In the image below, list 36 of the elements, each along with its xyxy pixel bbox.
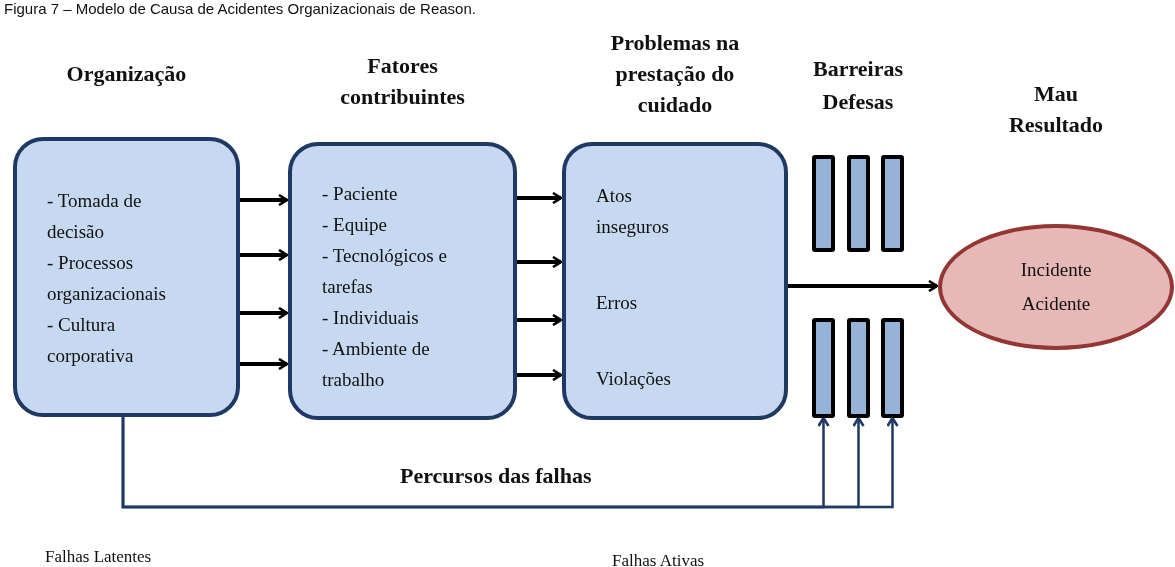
list-item: - Individuais [322, 306, 420, 330]
barrier-bar [881, 155, 904, 252]
arrow [240, 193, 289, 207]
arrow [240, 306, 289, 320]
list-item: Erros [596, 291, 639, 315]
figure-title: Figura 7 – Modelo de Causa de Acidentes Organizacionais de Reason. [4, 0, 476, 18]
outcome-text: Incidente Acidente [1019, 258, 1093, 316]
arrow [788, 279, 939, 293]
arrow [517, 313, 563, 327]
list-item: - Cultura corporativa [47, 313, 135, 368]
list-item: Violações [596, 367, 672, 391]
note-label: Falhas Latentes [45, 546, 152, 567]
barrier-bar [812, 155, 835, 252]
arrow [517, 368, 563, 382]
list-item: - Tomada de decisão [47, 189, 143, 244]
arrow [517, 255, 563, 269]
list-item: - Paciente [322, 182, 399, 206]
arrow [517, 191, 563, 205]
list-item: - Processos organizacionais [47, 251, 167, 306]
note-label: Falhas Ativas [612, 550, 705, 567]
list-item: - Ambiente de trabalho [322, 337, 431, 392]
column-heading: Organização [65, 60, 188, 88]
column-heading: Mau Resultado [1007, 80, 1105, 139]
section-label: Barreiras Defesas [812, 55, 904, 116]
list-item: - Equipe [322, 213, 388, 237]
barrier-bar [812, 318, 835, 418]
column-heading: Problemas na prestação do cuidado [609, 29, 741, 119]
list-item: Atos inseguros [596, 184, 670, 239]
arrow [240, 357, 289, 371]
barrier-bar [847, 155, 870, 252]
barrier-bar [847, 318, 870, 418]
barrier-bar [881, 318, 904, 418]
column-heading: Fatores contribuintes [339, 52, 466, 111]
section-label: Percursos das falhas [400, 462, 592, 490]
arrow [240, 248, 289, 262]
list-item: - Tecnológicos e tarefas [322, 244, 448, 299]
